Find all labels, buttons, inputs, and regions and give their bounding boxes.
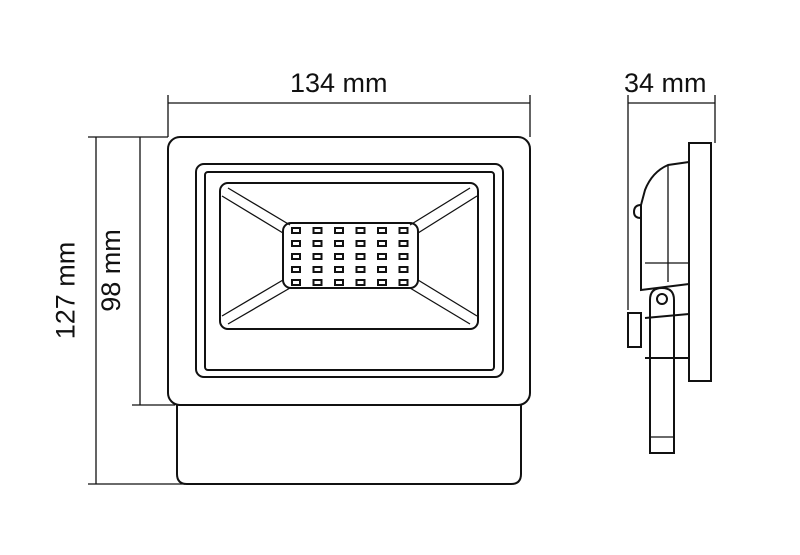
led bbox=[355, 240, 366, 247]
led-board bbox=[282, 222, 419, 289]
led bbox=[398, 253, 409, 260]
led bbox=[377, 227, 387, 234]
mounting-bracket bbox=[649, 286, 675, 454]
led bbox=[312, 279, 323, 286]
front-view bbox=[167, 136, 531, 485]
led-grid bbox=[291, 227, 409, 286]
led bbox=[398, 266, 409, 273]
led bbox=[398, 227, 409, 234]
led bbox=[291, 266, 301, 273]
led bbox=[291, 253, 301, 260]
led bbox=[291, 240, 301, 247]
led bbox=[312, 266, 323, 273]
led bbox=[355, 227, 366, 234]
side-view bbox=[627, 142, 712, 454]
led bbox=[334, 266, 344, 273]
total-height-label: 127 mm bbox=[50, 241, 81, 340]
led bbox=[291, 279, 301, 286]
reflector bbox=[219, 182, 479, 330]
led bbox=[291, 227, 301, 234]
led bbox=[334, 227, 344, 234]
led bbox=[377, 240, 387, 247]
body-height-label: 98 mm bbox=[95, 229, 126, 312]
dimension-lines bbox=[88, 95, 716, 485]
led bbox=[355, 266, 366, 273]
depth-label: 34 mm bbox=[624, 68, 707, 98]
led bbox=[334, 253, 344, 260]
led bbox=[377, 253, 387, 260]
led bbox=[312, 253, 323, 260]
cable-gland bbox=[627, 312, 642, 348]
led bbox=[312, 227, 323, 234]
led bbox=[334, 240, 344, 247]
led bbox=[398, 279, 409, 286]
led bbox=[398, 240, 409, 247]
led bbox=[377, 279, 387, 286]
led bbox=[355, 279, 366, 286]
led bbox=[312, 240, 323, 247]
led bbox=[377, 266, 387, 273]
led bbox=[355, 253, 366, 260]
width-label: 134 mm bbox=[290, 68, 388, 98]
led bbox=[334, 279, 344, 286]
